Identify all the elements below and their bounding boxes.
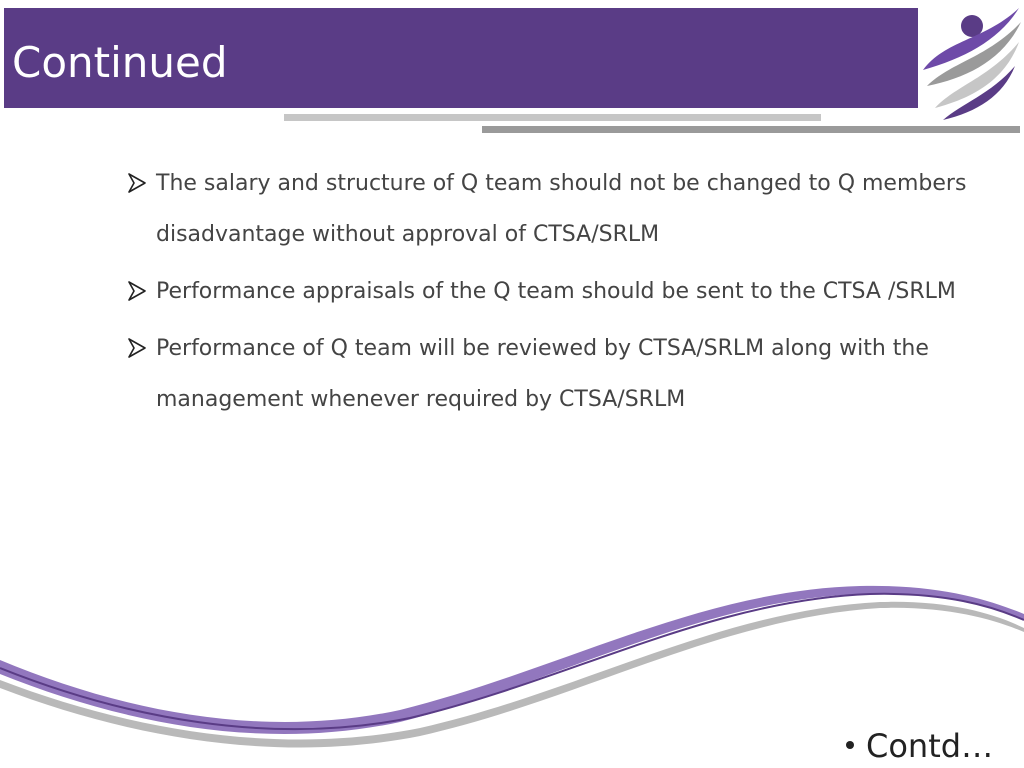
title-bar: Continued <box>4 8 918 108</box>
logo-icon <box>923 8 1021 120</box>
arrowhead-bullet-icon <box>128 158 150 209</box>
bullet-text: Performance of Q team will be reviewed b… <box>156 336 929 412</box>
header-rule-dark <box>482 126 1020 133</box>
bullet-item: The salary and structure of Q team shoul… <box>128 158 1008 260</box>
arrowhead-bullet-icon <box>128 266 150 317</box>
bullet-list: The salary and structure of Q team shoul… <box>128 158 1008 431</box>
continued-text: Contd… <box>866 727 994 765</box>
header-rule-light <box>284 114 821 121</box>
bullet-dot-icon <box>846 741 854 749</box>
arrowhead-bullet-icon <box>128 323 150 374</box>
bullet-item: Performance appraisals of the Q team sho… <box>128 266 1008 317</box>
decorative-wave <box>0 585 1024 748</box>
bullet-text: Performance appraisals of the Q team sho… <box>156 279 956 304</box>
slide-title: Continued <box>12 38 228 87</box>
continued-footer: Contd… <box>846 726 993 766</box>
bullet-text: The salary and structure of Q team shoul… <box>156 171 967 247</box>
bullet-item: Performance of Q team will be reviewed b… <box>128 323 1008 425</box>
